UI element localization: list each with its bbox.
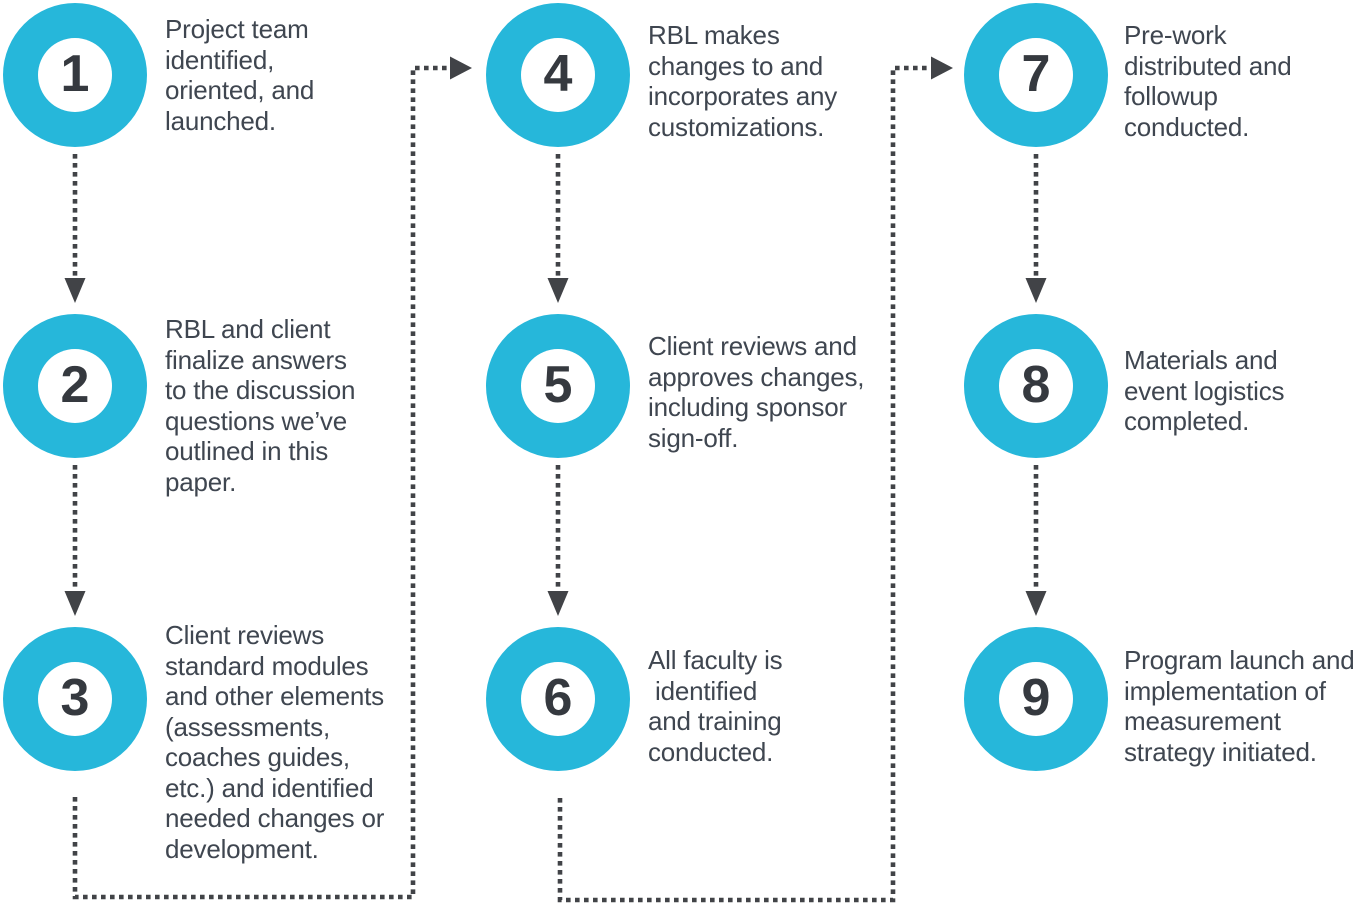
- step-4-description: RBL makes changes to and incorporates an…: [648, 20, 838, 142]
- step-9-badge-hole: 9: [999, 662, 1073, 736]
- arrow-6-to-7: [557, 56, 953, 903]
- arrow-8-to-9: [1025, 465, 1047, 616]
- step-1-circle-badge: 1: [3, 3, 147, 147]
- step-1-badge-hole: 1: [38, 38, 112, 112]
- step-5-description: Client reviews and approves changes, inc…: [648, 331, 865, 453]
- step-6-number: 6: [543, 669, 573, 727]
- step-4-number: 4: [543, 45, 573, 103]
- arrow-7-to-8: [1025, 154, 1047, 303]
- step-2-description: RBL and client finalize answers to the d…: [165, 314, 356, 497]
- step-3-badge-hole: 3: [38, 662, 112, 736]
- arrow-4-to-5: [547, 154, 569, 303]
- arrow-1-to-2: [64, 154, 86, 303]
- step-6-description: All faculty is identified and training c…: [648, 645, 783, 767]
- step-2-number: 2: [60, 356, 90, 414]
- step-3-number: 3: [60, 669, 90, 727]
- step-5-circle-badge: 5: [486, 314, 630, 458]
- step-4-circle-badge: 4: [486, 3, 630, 147]
- step-5-number: 5: [543, 356, 573, 414]
- step-9-number: 9: [1021, 669, 1051, 727]
- step-7-number: 7: [1021, 45, 1051, 103]
- step-9-circle-badge: 9: [964, 627, 1108, 771]
- step-1-description: Project team identified, oriented, and l…: [165, 14, 315, 136]
- arrow-2-to-3: [64, 465, 86, 616]
- step-9-description: Program launch and implementation of mea…: [1124, 645, 1355, 767]
- step-8-badge-hole: 8: [999, 349, 1073, 423]
- step-2-badge-hole: 2: [38, 349, 112, 423]
- step-3-description: Client reviews standard modules and othe…: [165, 620, 385, 864]
- step-3-circle-badge: 3: [3, 627, 147, 771]
- step-8-description: Materials and event logistics completed.: [1124, 345, 1285, 436]
- step-6-circle-badge: 6: [486, 627, 630, 771]
- step-8-number: 8: [1021, 356, 1051, 414]
- step-6-badge-hole: 6: [521, 662, 595, 736]
- step-7-description: Pre-work distributed and followup conduc…: [1124, 20, 1292, 142]
- step-5-badge-hole: 5: [521, 349, 595, 423]
- step-1-number: 1: [60, 45, 90, 103]
- step-4-badge-hole: 4: [521, 38, 595, 112]
- step-2-circle-badge: 2: [3, 314, 147, 458]
- step-7-circle-badge: 7: [964, 3, 1108, 147]
- arrow-5-to-6: [547, 465, 569, 616]
- step-7-badge-hole: 7: [999, 38, 1073, 112]
- step-8-circle-badge: 8: [964, 314, 1108, 458]
